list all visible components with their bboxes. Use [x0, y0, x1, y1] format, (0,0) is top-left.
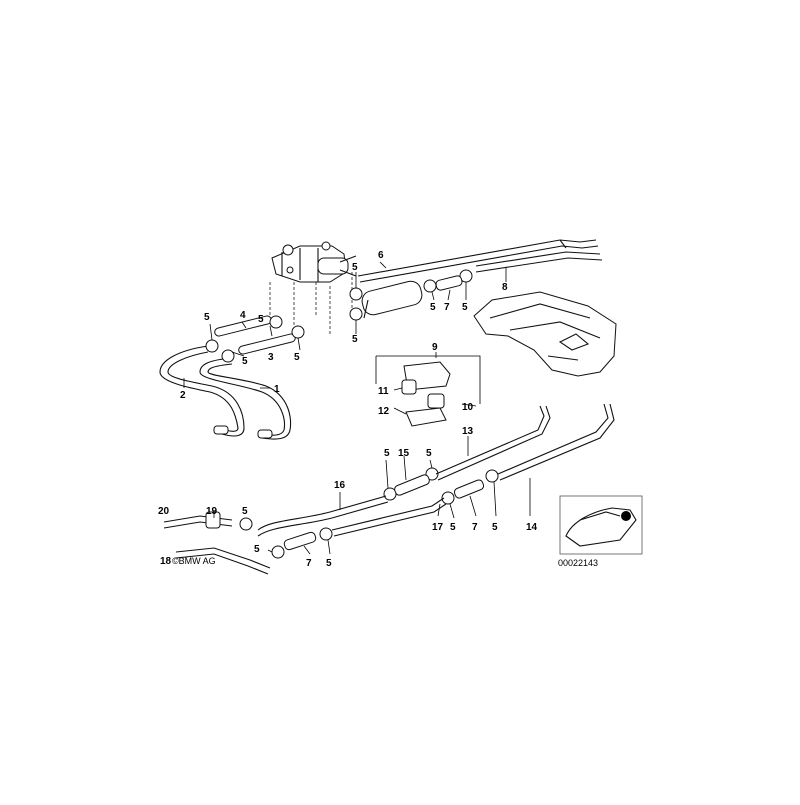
callout-15: 15 [398, 448, 410, 459]
callout-7: 7 [472, 522, 478, 533]
fuel-line-13 [435, 405, 551, 481]
callout-5: 5 [242, 506, 248, 517]
callout-5: 5 [352, 334, 358, 345]
callout-9: 9 [432, 342, 438, 353]
fuel-line-17 [331, 497, 447, 537]
bracket-group [375, 355, 481, 427]
hose-7-mid [453, 479, 485, 499]
hose-19 [163, 511, 233, 529]
callout-5: 5 [258, 314, 264, 325]
callout-13: 13 [462, 426, 474, 437]
callout-7: 7 [306, 558, 312, 569]
hose-1 [199, 357, 292, 440]
callout-12: 12 [378, 406, 390, 417]
callout-11: 11 [378, 386, 389, 397]
callout-5: 5 [462, 302, 468, 313]
callout-20: 20 [158, 506, 170, 517]
fuel-line-16 [257, 495, 389, 537]
location-marker [621, 511, 631, 521]
fuel-line-6 [357, 239, 599, 283]
callout-18: 18 [160, 556, 172, 567]
callout-17: 17 [432, 522, 444, 533]
callout-5: 5 [492, 522, 498, 533]
callout-5: 5 [384, 448, 390, 459]
hose-7-top [435, 275, 463, 291]
callout-5: 5 [352, 262, 358, 273]
callouts: 5 4 5 5 3 5 2 1 5 5 6 5 7 5 8 9 11 10 12… [158, 250, 538, 569]
callout-5: 5 [426, 448, 432, 459]
callout-5: 5 [254, 544, 260, 555]
callout-7: 7 [444, 302, 450, 313]
leader-lines [183, 261, 531, 555]
callout-5: 5 [204, 312, 210, 323]
hose-2 [159, 345, 245, 437]
callout-2: 2 [180, 390, 186, 401]
image-number: 00022143 [558, 558, 598, 568]
fuel-filter [361, 280, 423, 319]
callout-3: 3 [268, 352, 274, 363]
callout-1: 1 [274, 384, 280, 395]
fuel-line-14 [497, 403, 615, 481]
callout-5: 5 [450, 522, 456, 533]
callout-5: 5 [430, 302, 436, 313]
hose-15 [394, 474, 430, 496]
hose-3 [238, 333, 296, 355]
callout-14: 14 [526, 522, 538, 533]
callout-5: 5 [242, 356, 248, 367]
callout-4: 4 [240, 310, 246, 321]
valve-assembly [271, 241, 357, 283]
callout-16: 16 [334, 480, 346, 491]
callout-8: 8 [502, 282, 508, 293]
callout-5: 5 [294, 352, 300, 363]
callout-19: 19 [206, 506, 218, 517]
fuel-line-8 [475, 251, 603, 273]
callout-6: 6 [378, 250, 384, 261]
clamp-5 [205, 269, 499, 559]
callout-10: 10 [462, 402, 474, 413]
callout-5: 5 [326, 558, 332, 569]
fuel-tank [473, 291, 617, 377]
guide-line [269, 272, 353, 334]
hose-7-low [283, 531, 317, 551]
hose-18 [175, 547, 271, 575]
copyright-text: ©BMW AG [172, 556, 216, 566]
vehicle-thumbnail [559, 495, 643, 555]
